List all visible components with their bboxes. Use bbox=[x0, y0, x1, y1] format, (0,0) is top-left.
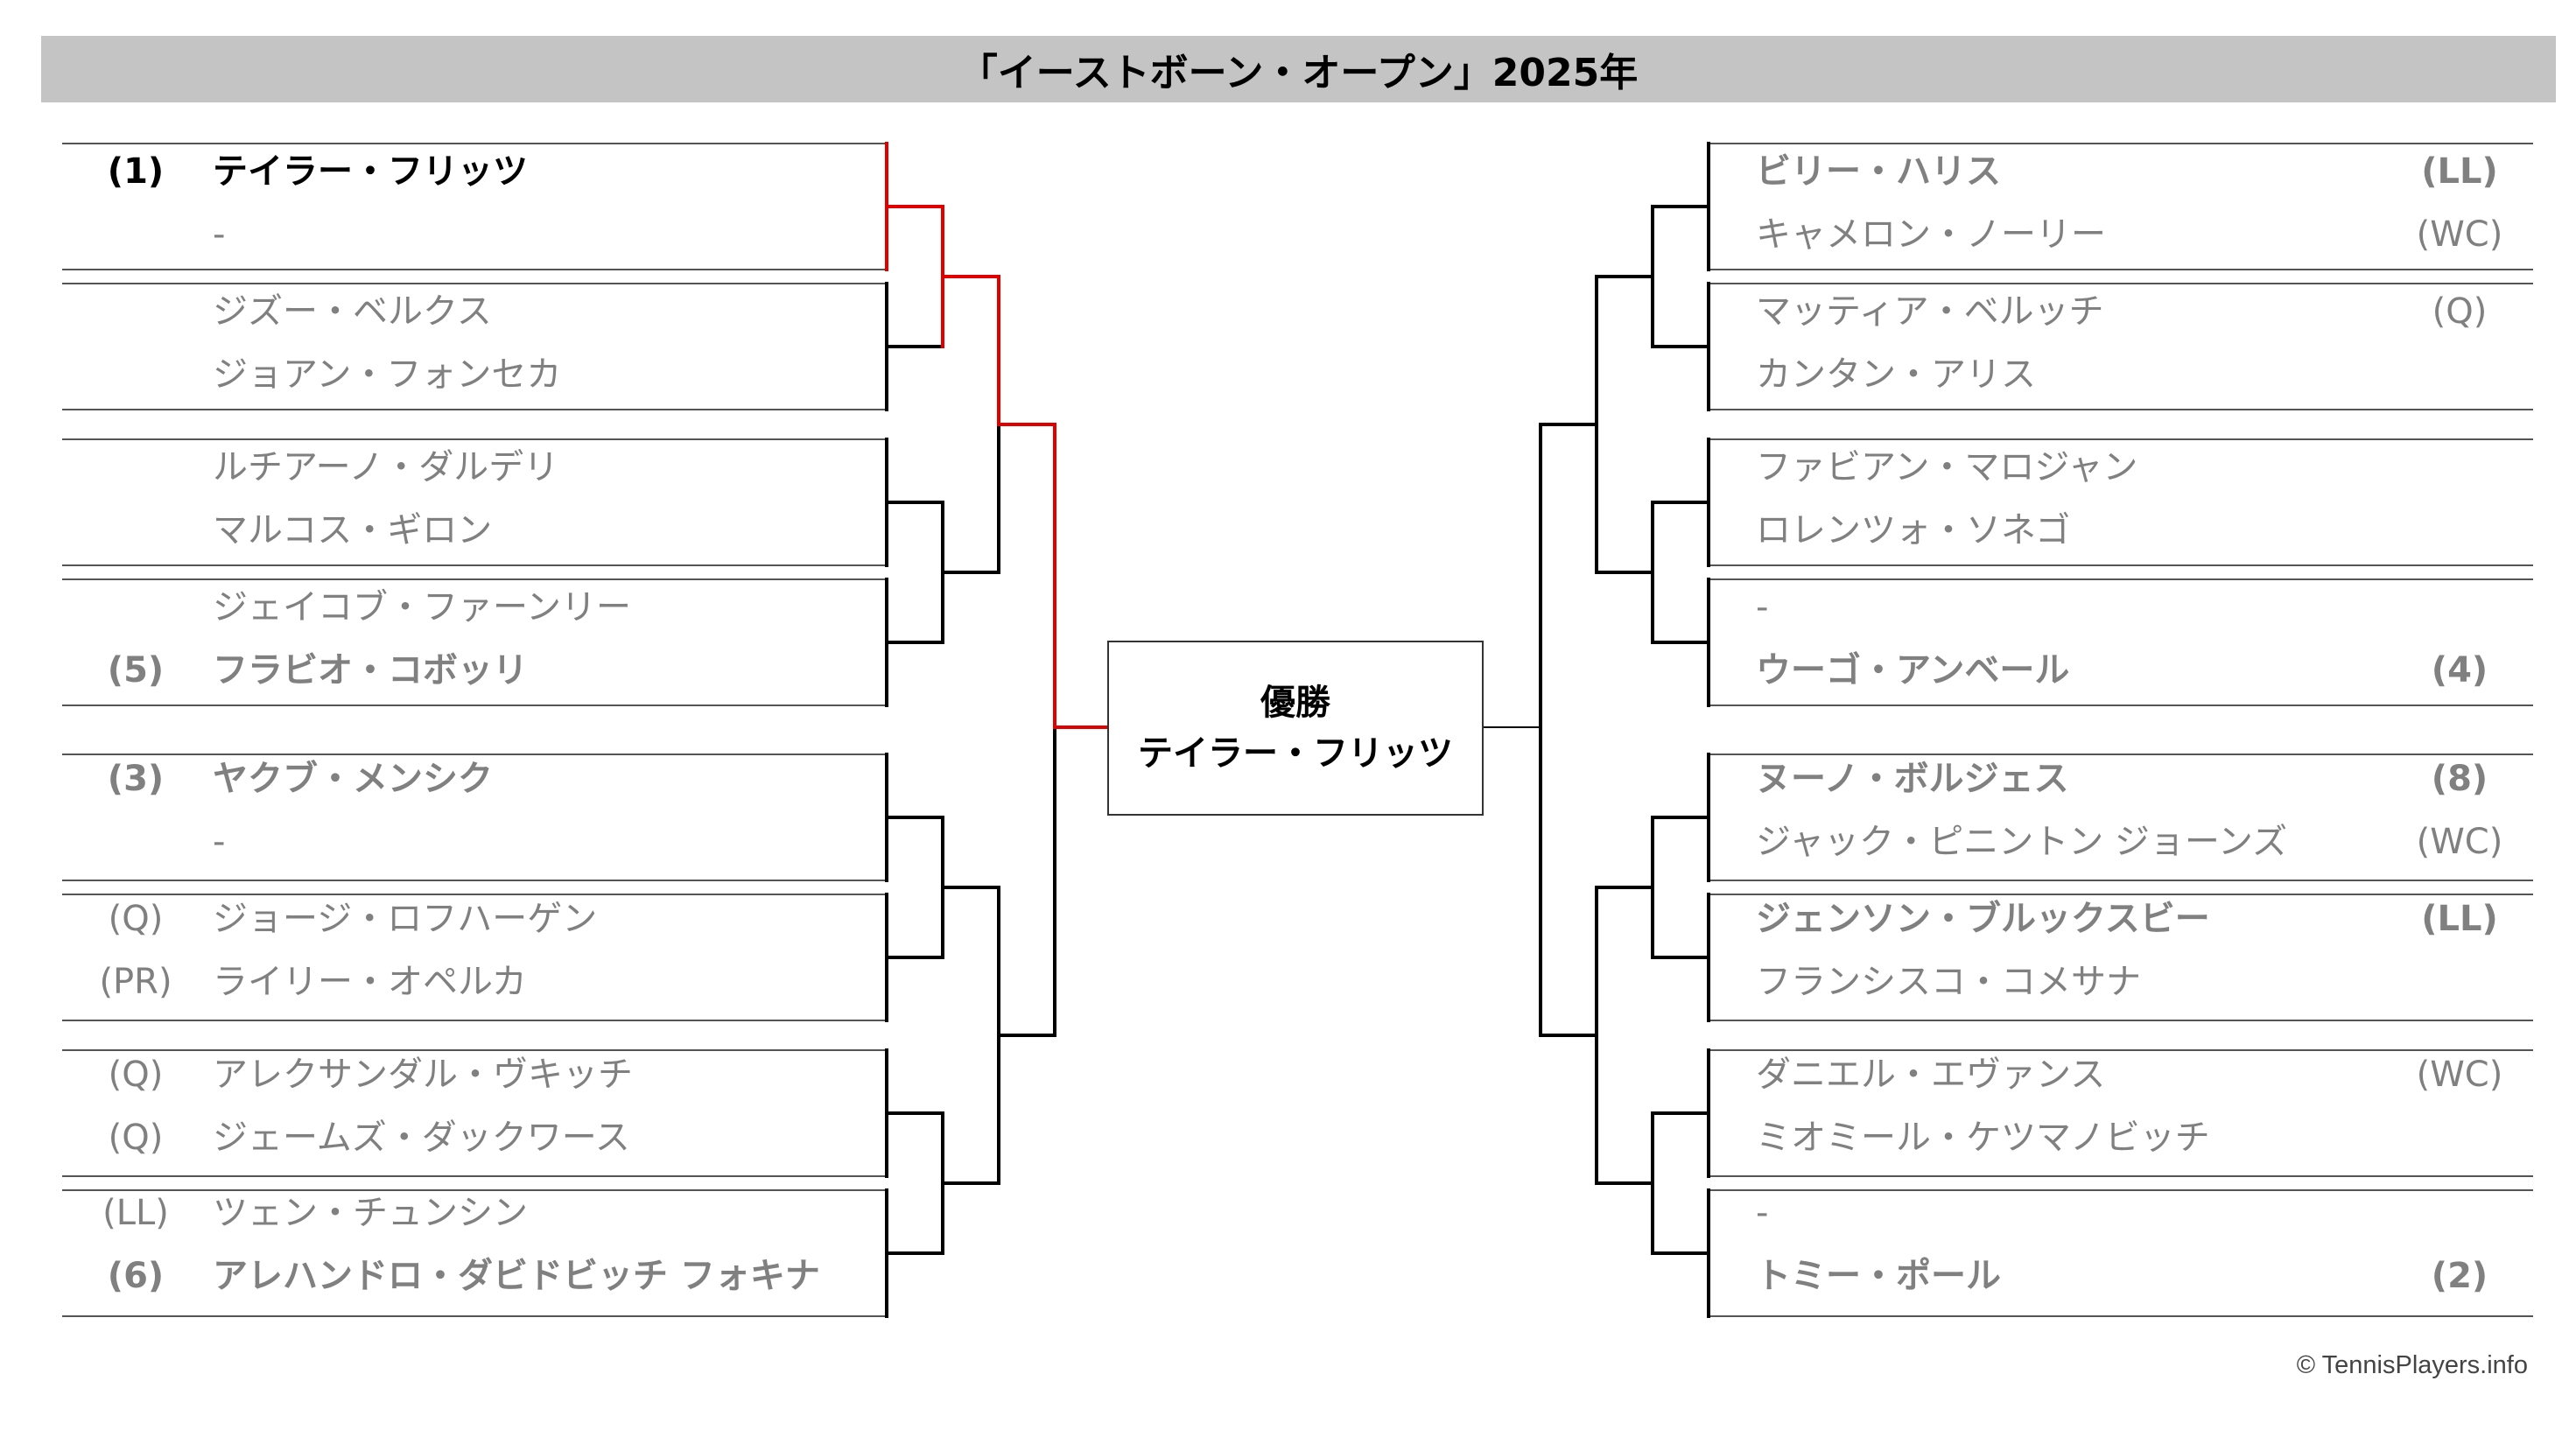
player-seed: (LL) bbox=[102, 1193, 169, 1233]
player-name: ジョアン・フォンセカ bbox=[213, 354, 562, 395]
player-seed: (WC) bbox=[2416, 214, 2503, 255]
player-name: アレハンドロ・ダビドビッチ フォキナ bbox=[213, 1256, 820, 1296]
player-name: フラビオ・コボッリ bbox=[213, 650, 528, 690]
player-name: ウーゴ・アンベール bbox=[1756, 650, 2070, 690]
player-seed: (LL) bbox=[2421, 151, 2498, 192]
player-name: ダニエル・エヴァンス bbox=[1756, 1055, 2106, 1095]
player-seed: (1) bbox=[107, 151, 165, 192]
player-name: ジョージ・ロフハーゲン bbox=[213, 899, 598, 939]
player-name: ルチアーノ・ダルデリ bbox=[213, 447, 559, 487]
player-name: ジェイコブ・ファーンリー bbox=[213, 587, 631, 627]
player-name: カンタン・アリス bbox=[1756, 354, 2036, 395]
champion-label: 優勝 bbox=[1260, 683, 1330, 723]
player-name: - bbox=[213, 822, 226, 862]
player-seed: (5) bbox=[107, 650, 165, 690]
player-name: ライリー・オペルカ bbox=[213, 962, 527, 1002]
player-name: ロレンツォ・ソネゴ bbox=[1756, 510, 2071, 550]
credit-text: © TennisPlayers.info bbox=[2296, 1351, 2528, 1379]
player-name: ヤクブ・メンシク bbox=[213, 759, 493, 799]
player-name: - bbox=[1756, 587, 1769, 627]
title-bar: 「イーストボーン・オープン」2025年 bbox=[41, 36, 2556, 102]
player-name: ジェンソン・ブルックスビー bbox=[1756, 899, 2210, 939]
player-name: ジズー・ベルクス bbox=[213, 291, 492, 332]
player-name: マルコス・ギロン bbox=[213, 510, 493, 550]
player-name: キャメロン・ノーリー bbox=[1756, 214, 2106, 255]
player-seed: (4) bbox=[2431, 650, 2488, 690]
player-name: - bbox=[213, 214, 226, 255]
page-title: 「イーストボーン・オープン」2025年 bbox=[958, 51, 1639, 95]
player-name: ツェン・チュンシン bbox=[213, 1193, 528, 1233]
player-seed: (PR) bbox=[99, 962, 172, 1002]
champion-name: テイラー・フリッツ bbox=[1138, 733, 1453, 774]
player-name: ジャック・ピニントン ジョーンズ bbox=[1756, 822, 2288, 862]
player-seed: (Q) bbox=[108, 1055, 164, 1095]
player-seed: (WC) bbox=[2416, 1055, 2503, 1095]
player-seed: (Q) bbox=[108, 1118, 164, 1158]
champion-box: 優勝 テイラー・フリッツ bbox=[1107, 641, 1484, 816]
player-seed: (2) bbox=[2431, 1256, 2488, 1296]
player-name: テイラー・フリッツ bbox=[213, 151, 528, 192]
player-name: - bbox=[1756, 1193, 1769, 1233]
player-name: マッティア・ベルッチ bbox=[1756, 291, 2104, 332]
player-name: フランシスコ・コメサナ bbox=[1756, 962, 2141, 1002]
player-name: アレクサンダル・ヴキッチ bbox=[213, 1055, 633, 1095]
player-seed: (6) bbox=[107, 1256, 165, 1296]
player-seed: (Q) bbox=[2432, 291, 2488, 332]
player-seed: (WC) bbox=[2416, 822, 2503, 862]
player-name: ヌーノ・ボルジェス bbox=[1756, 759, 2069, 799]
player-seed: (LL) bbox=[2421, 899, 2498, 939]
player-name: ビリー・ハリス bbox=[1756, 151, 2001, 192]
player-seed: (3) bbox=[107, 759, 165, 799]
player-seed: (Q) bbox=[108, 899, 164, 939]
player-seed: (8) bbox=[2431, 759, 2488, 799]
player-name: ミオミール・ケツマノビッチ bbox=[1756, 1118, 2210, 1158]
player-name: ジェームズ・ダックワース bbox=[213, 1118, 630, 1158]
player-name: ファビアン・マロジャン bbox=[1756, 447, 2138, 487]
player-name: トミー・ポール bbox=[1756, 1256, 2001, 1296]
